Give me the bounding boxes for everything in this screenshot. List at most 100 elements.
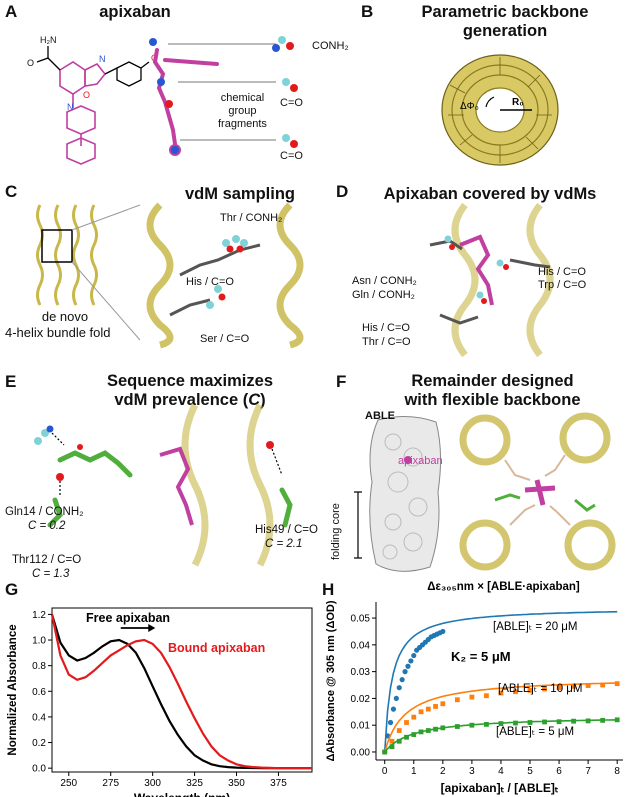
fragment-connector-lines <box>168 36 298 148</box>
chem-label-o1: O <box>27 58 34 68</box>
chem-label-o2: O <box>83 90 90 100</box>
bound-apixaban-annotation: Bound apixaban <box>168 641 265 655</box>
panel-e-letter: E <box>5 372 17 391</box>
free-apixaban-annotation: Free apixaban <box>86 611 170 625</box>
series-10um-point <box>556 685 562 691</box>
panel-c-title: vdM sampling <box>184 185 295 203</box>
series-line-bound <box>50 614 312 770</box>
y-tick-label: 0.6 <box>32 687 46 698</box>
series-5um-point <box>382 749 388 755</box>
vdm-d-gln: Gln / CONH₂ <box>352 289 415 301</box>
vdm-d-trp: Trp / C=O <box>538 279 587 291</box>
panel-f-letter: F <box>336 372 347 391</box>
y-tick-label: 0.03 <box>351 667 371 678</box>
series-10um-fit <box>383 682 618 753</box>
series-10um-point <box>600 682 606 688</box>
series-20um-point <box>399 677 405 683</box>
series-10um-point <box>389 738 395 744</box>
series-20um-point <box>411 652 417 659</box>
series-10um-point <box>469 694 475 700</box>
panel-b-title-1: Parametric backbone <box>421 3 589 21</box>
vdm-label-ser: Ser / C=O <box>200 333 250 345</box>
x-tick-label: 350 <box>228 778 245 789</box>
y-axis-label: Normalized Absorbance <box>7 624 19 755</box>
panel-c-letter: C <box>5 182 18 201</box>
y-axis-label: ΔAbsorbance @ 305 nm (ΔOD) <box>325 600 337 761</box>
x-tick-label: 250 <box>60 778 77 789</box>
panel-d-title: Apixaban covered by vdMs <box>383 185 597 203</box>
panel-e-title-2: vdM prevalence (C) <box>114 391 266 409</box>
series-10um-point <box>484 693 489 699</box>
flexible-backbone-model <box>459 412 616 571</box>
series-5um-point <box>433 726 438 732</box>
residue-thr112: Thr112 / C=O <box>12 554 82 566</box>
folding-core-bracket <box>354 491 362 559</box>
series-20um-point <box>408 658 414 664</box>
series-10um-point <box>418 709 424 715</box>
series-20um-point <box>393 695 399 702</box>
series-10um-point <box>396 728 402 733</box>
series-5um-point <box>389 744 395 750</box>
series-10um-point <box>585 683 591 688</box>
series-5um-point <box>513 720 518 726</box>
series-5um-point <box>484 721 489 727</box>
series-20um-fit <box>383 610 618 753</box>
series-10um-point <box>425 706 431 712</box>
series-5um-point <box>556 719 562 725</box>
series-10um-point <box>527 687 533 693</box>
residue-his49: His49 / C=O <box>255 524 318 536</box>
y-tick-label: 1.0 <box>32 636 46 647</box>
legend-5um: [ABLE]ₜ = 5 μM <box>496 726 574 738</box>
apixaban-structure-2d: H₂N O O N N O <box>27 35 158 165</box>
series-5um-point <box>585 718 591 724</box>
residue-thr112-c: C = 1.3 <box>32 568 70 580</box>
able-label: ABLE <box>365 410 395 422</box>
y-tick-label: 0.8 <box>32 661 46 672</box>
x-tick-label: 0 <box>382 766 388 777</box>
series-20um-point <box>440 628 446 635</box>
legend-20um: [ABLE]ₜ = 20 μM <box>493 621 578 633</box>
vdm-d-his-1: His / C=O <box>538 266 586 278</box>
helix-bundle-topview: R₀ ΔΦ₀ <box>441 54 559 166</box>
series-10um-point <box>542 686 547 692</box>
panel-f-title-2: with flexible backbone <box>404 391 581 409</box>
absorbance-spectrum-chart: 2502753003253503750.00.20.40.60.81.01.2W… <box>7 607 313 797</box>
sequence-residues-model <box>34 403 293 567</box>
panel-g-letter: G <box>5 580 19 599</box>
series-5um-point <box>418 729 424 735</box>
series-10um-point <box>433 704 438 709</box>
apixaban-label: apixaban <box>398 455 443 467</box>
series-10um-point <box>513 689 518 695</box>
series-20um-point <box>402 669 408 675</box>
chem-label-h2n: H₂N <box>40 35 57 45</box>
series-10um-point <box>571 683 576 689</box>
x-tick-label: 325 <box>186 778 203 789</box>
series-5um-point <box>542 719 547 725</box>
y-tick-label: 0.04 <box>351 640 371 651</box>
y-tick-label: 0.05 <box>351 614 371 625</box>
x-tick-label: 6 <box>556 766 562 777</box>
vdm-label-thr: Thr / CONH₂ <box>220 212 283 224</box>
panel-h-letter: H <box>322 580 335 599</box>
fold-caption-2: 4-helix bundle fold <box>5 325 111 340</box>
series-5um-point <box>600 717 606 723</box>
x-tick-label: 375 <box>270 778 287 789</box>
y-tick-label: 0.2 <box>32 738 46 749</box>
x-tick-label: 1 <box>411 766 417 777</box>
x-tick-label: 275 <box>102 778 119 789</box>
panel-f-title-1: Remainder designed <box>411 372 574 390</box>
series-10um-point <box>454 697 460 703</box>
able-surface <box>369 416 442 572</box>
series-5um-point <box>411 732 417 737</box>
r0-label: R₀ <box>512 97 524 108</box>
vdm-d-asn: Asn / CONH₂ <box>352 275 417 287</box>
series-5um-point <box>498 721 504 726</box>
x-axis-label: [apixaban]ₜ / [ABLE]ₜ <box>441 781 559 795</box>
y-tick-label: 0.01 <box>351 721 371 732</box>
series-5um-point <box>454 724 460 729</box>
panel-b-title-2: generation <box>462 22 548 40</box>
series-5um-point <box>614 717 620 723</box>
vdm-sampling-zoom <box>146 202 304 349</box>
kd-annotation: K₂ = 5 μM <box>451 649 511 664</box>
